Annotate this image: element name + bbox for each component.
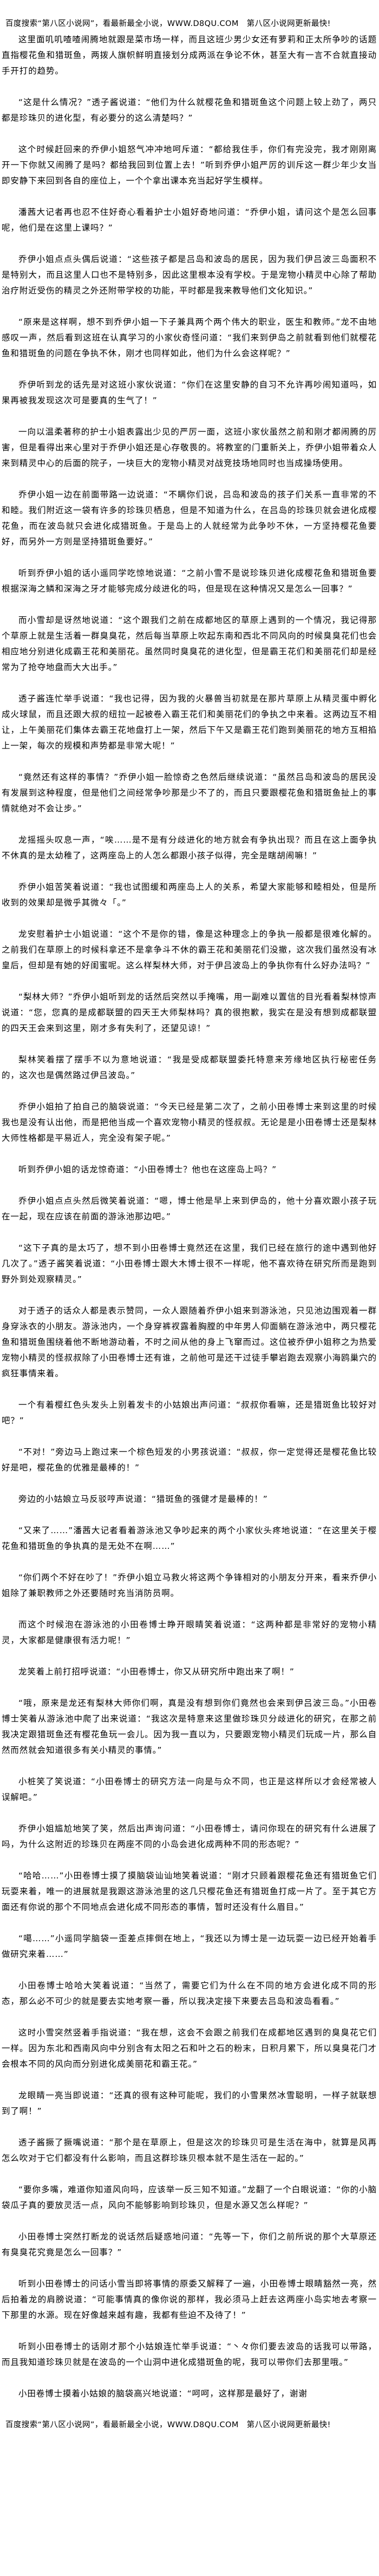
paragraph: 旁边的小姑娘立马反驳哼声说道：“猎斑鱼的强健才是最棒的！” xyxy=(18,1494,268,1504)
paragraph: 乔伊小姐点点头然后微笑着说道：“嗯，博士他是早上来到伊岛的，他十分喜欢跟小孩子玩… xyxy=(2,1196,377,1221)
paragraph: “噶……”小遥同学脑袋一歪差点摔倒在地上，“我还以为博士是一边玩耍一边已经开始着… xyxy=(2,1934,377,1959)
paragraph: 一向以温柔著称的护士小姐表露出少见的严厉一面，这班小家伙虽然之前和刚才都闹腾的厉… xyxy=(2,427,377,468)
paragraph: 听到小田卷博士的问话小雪当即将事情的原委又解释了一遍，小田卷博士眼睛豁然一亮，然… xyxy=(2,2279,377,2320)
paragraph: “又来了……”潘茜大记者看着游泳池又争吵起来的两个小家伙头疼地说道：“在这里关于… xyxy=(2,1526,377,1551)
paragraph: 听到小田卷博士的话刚才那个小姑娘连忙举手说道：“丶々你们要去波岛的话我可以带路，… xyxy=(2,2342,377,2367)
paragraph: “不对！”旁边马上跑过来一个棕色短发的小男孩说道：“叔叔，你一定觉得还是樱花鱼比… xyxy=(2,1447,377,1473)
paragraph: “要你多嘴，难道你知道风向吗，应该举一反三知不知道。”龙翻了一个白眼说道：“你的… xyxy=(2,2185,377,2210)
paragraph: 乔伊小姐一边在前面带路一边说道：“不瞒你们说，吕岛和波岛的孩子们关系一直非常的不… xyxy=(2,490,377,547)
paragraph: 这里面叽叽喳喳闹腾地就跟是菜市场一样，而且这班少男少女还有萝莉和正太所争吵的话题… xyxy=(2,35,377,76)
paragraph: 听到乔伊小姐的话龙惊奇道：“小田卷博士？他也在这座岛上吗？” xyxy=(18,1165,277,1174)
paragraph: 龙笑着上前打招呼说道：“小田卷博士，你又从研究所中跑出来了啊！” xyxy=(18,1667,295,1677)
paragraph: 梨林笑着摆了摆手不以为意地说道：“我是受成都联盟委托特意来芳缘地区执行秘密任务的… xyxy=(2,1055,377,1080)
paragraph: “竟然还有这样的事情？”乔伊小姐一脸惊奇之色然后继续说道：“虽然吕岛和波岛的居民… xyxy=(2,772,377,813)
paragraph: 潘茜大记者再也忍不住好奇心看着护士小姐好奇地问道：“乔伊小姐，请问这个是怎么回事… xyxy=(2,207,377,233)
paragraph: “原来是这样啊，想不到乔伊小姐一下子兼具两个两个伟大的职业，医生和教师。”龙不由… xyxy=(2,317,377,358)
paragraph: 这个时候赶回来的乔伊小姐怒气冲冲地呵斥道：“都给我住手，你们有完没完，我才刚刚离… xyxy=(2,144,377,186)
paragraph: 这时小雪突然竖着手指说道：“我在想，这会不会跟之前我们在成都地区遇到的臭臭花它们… xyxy=(2,2028,377,2069)
site-banner-bottom: 百度搜索“第八区小说网”，看最新最全小说，WWW.D8QU.COM 第八区小说网… xyxy=(5,2421,331,2429)
paragraph: “哈哈……”小田卷博士摸了摸脑袋讪讪地笑着说道：“刚才只顾着跟樱花鱼还有猎斑鱼它… xyxy=(2,1871,377,1912)
paragraph: 透子酱连忙举手说道：“我也记得，因为我的火暴兽当初就是在那片草原上从精灵蛋中孵化… xyxy=(2,694,377,751)
paragraph: “这是什么情况？”透子酱说道：“他们为什么就樱花鱼和猎斑鱼这个问题上较上劲了，两… xyxy=(2,97,377,123)
paragraph: 乔伊小姐苦笑着说道：“我也试图缓和两座岛上人的关系，希望大家能够和睦相处，但是所… xyxy=(2,882,377,908)
paragraph: 小田卷博士摸着小姑娘的脑袋高兴地说道：“呵呵，这样那是最好了，谢谢 xyxy=(18,2389,308,2398)
paragraph: “你们两个不好在吵了！”乔伊小姐立马救火将这两个争锋相对的小朋友分开来，看来乔伊… xyxy=(2,1573,377,1598)
paragraph: 龙安慰着护士小姐说道：“这个不是你的错，像是这种理念上的争执一般都是很难化解的。… xyxy=(2,929,377,970)
paragraph: 乔伊小姐尴尬地笑了笑，然后出声询问道：“小田卷博士，请问你现在的研究有什么进展了… xyxy=(2,1824,377,1849)
paragraph: “哦，原来是龙还有梨林大师你们啊，真是没有想到你们竟然也会来到伊吕波三岛。”小田… xyxy=(2,1698,377,1755)
paragraph: 乔伊小姐点点头偶后说道：“这些孩子都是吕岛和波岛的居民，因为我们伊吕波三岛面积不… xyxy=(2,254,377,295)
paragraph: 透子酱撅了撅嘴说道：“那个是在草原上，但是这次的珍珠贝可是生活在海中，就算是风再… xyxy=(2,2138,377,2163)
paragraph: 而小雪却是讶然地说道：“这个跟我们之前在成都地区的草原上遇到的一个情况，我记得那… xyxy=(2,615,377,672)
paragraph: 乔伊听到龙的话先是对这班小家伙说道：“你们在这里安静的自习不允许再吵闹知道吗，如… xyxy=(2,380,377,405)
paragraph: 对于透子的话众人都是表示赞同，一众人跟随着乔伊小姐来到游泳池，只见池边围观着一群… xyxy=(2,1306,377,1378)
paragraph: 听到乔伊小姐的话小遥同学吃惊地说道：“之前小雪不是说珍珠贝进化成樱花鱼和猎斑鱼要… xyxy=(2,568,377,594)
paragraph: 乔伊小姐拍了拍自己的脑袋说道：“今天已经是第二次了，之前小田卷博士来到这里的时候… xyxy=(2,1102,377,1143)
paragraph: 龙眼睛一亮当即说道：“还真的很有这种可能呢，我们的小雪果然冰雪聪明，一样子就联想… xyxy=(2,2091,377,2116)
paragraph: 龙摇摇头叹息一声，“唉……是不是有分歧进化的地方就会有争执出现？而且在这上面争执… xyxy=(2,835,377,860)
paragraph: 小田卷博士哈哈大笑着说道：“当然了，需要它们为什么在不同的地方会进化成不同的形态… xyxy=(2,1981,377,2006)
chapter-body: 这里面叽叽喳喳闹腾地就跟是菜市场一样，而且这班少男少女还有萝莉和正太所争吵的话题… xyxy=(0,32,379,2402)
paragraph: 小田卷博士突然打断龙的说话然后疑惑地问道：“先等一下，你们之前所说的那个大草原还… xyxy=(2,2232,377,2257)
site-banner-top: 百度搜索“第八区小说网”，看最新最全小说，WWW.D8QU.COM 第八区小说网… xyxy=(5,19,331,28)
paragraph: 小桩笑了笑说道：“小田卷博士的研究方法一向是与众不同，也正是这样所以才会经常被人… xyxy=(2,1777,377,1802)
paragraph: “梨林大师？”乔伊小姐听到龙的话然后突然以手掩嘴，用一副难以置信的目光看着梨林惊… xyxy=(2,992,377,1033)
paragraph: 而这个时候泡在游泳池的小田卷博士睁开眼睛笑着说道：“这两种都是非常好的宠物小精灵… xyxy=(2,1620,377,1645)
paragraph: 一个有着樱红色头发头上别着发卡的小姑娘出声问道：“叔叔你看嘛，还是猎斑鱼比较好对… xyxy=(2,1400,377,1425)
paragraph: “这下子真的是太巧了，想不到小田卷博士竟然还在这里，我们已经在旅行的途中遇到他好… xyxy=(2,1243,377,1284)
